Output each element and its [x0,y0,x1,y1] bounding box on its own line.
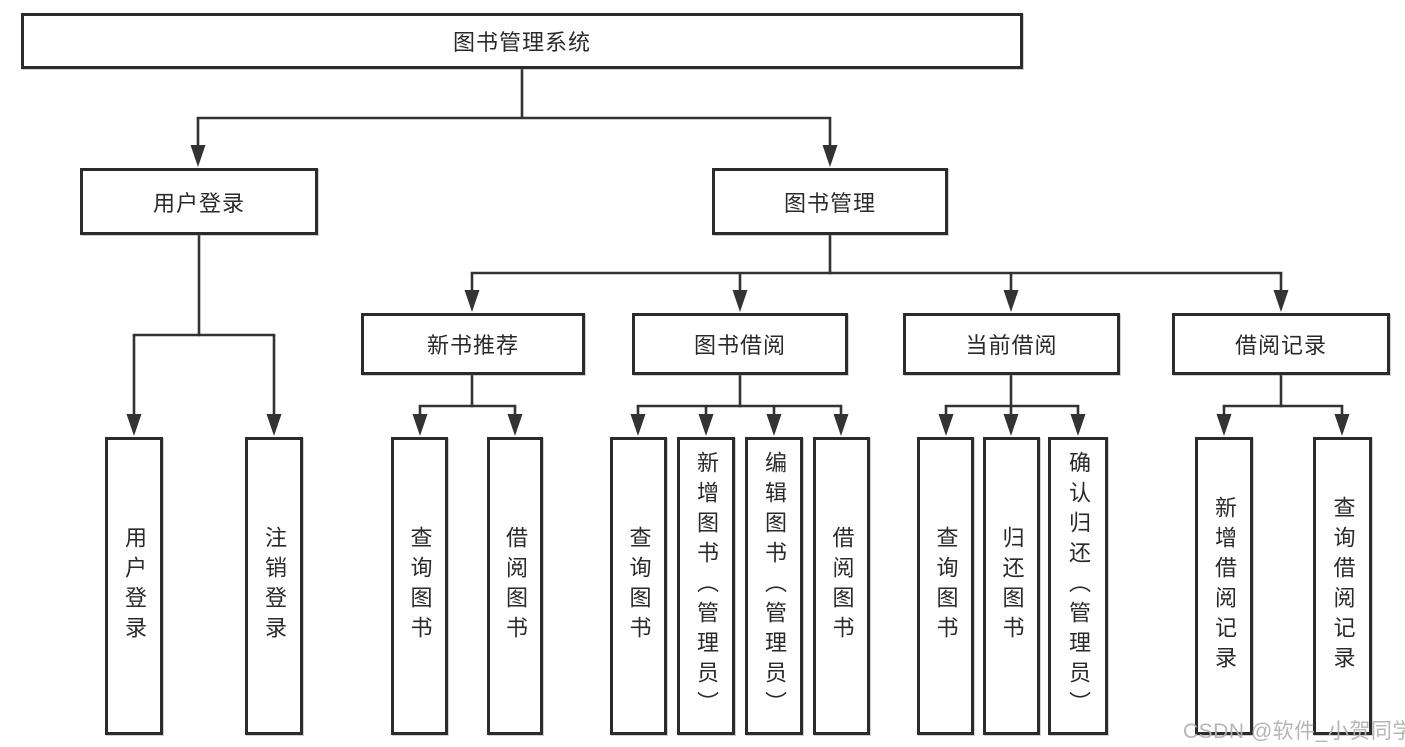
leaf-query-borrow-record-label: 查询借阅记录 [1330,496,1356,676]
leaf-confirm-return-admin-label: 确认归还（管理员） [1066,451,1091,721]
leaf-query-books-recommend: 查询图书 [391,437,448,735]
node-new-book-recommend: 新书推荐 [361,313,585,375]
leaf-edit-book-admin: 编辑图书（管理员） [745,437,803,735]
leaf-query-books-borrow-label: 查询图书 [626,526,652,646]
node-root-label: 图书管理系统 [452,30,591,55]
leaf-query-books-current: 查询图书 [917,437,974,735]
node-user-login: 用户登录 [80,168,318,235]
csdn-watermark: CSDN @软件_小贺同学 [1183,720,1405,743]
leaf-add-book-admin-label: 新增图书（管理员） [694,451,719,721]
arrowheads [126,145,1350,436]
leaf-logout: 注销登录 [245,437,303,735]
leaf-edit-book-admin-label: 编辑图书（管理员） [762,451,787,721]
leaf-borrow-books-recommend: 借阅图书 [487,437,543,735]
leaf-borrow-books-recommend-label: 借阅图书 [503,526,528,646]
node-book-borrow-label: 图书借阅 [693,333,786,358]
leaf-return-book-label: 归还图书 [999,526,1025,646]
node-book-borrow: 图书借阅 [632,313,848,375]
leaf-user-login: 用户登录 [105,437,163,735]
leaf-logout-label: 注销登录 [262,526,287,646]
leaf-query-books-borrow: 查询图书 [610,437,667,735]
node-borrow-records: 借阅记录 [1172,313,1390,375]
node-root: 图书管理系统 [21,13,1023,69]
node-new-book-recommend-label: 新书推荐 [426,333,519,358]
leaf-query-borrow-record: 查询借阅记录 [1313,437,1372,735]
node-current-borrow: 当前借阅 [903,313,1120,375]
leaf-query-books-current-label: 查询图书 [933,526,959,646]
leaf-add-book-admin: 新增图书（管理员） [677,437,735,735]
leaf-borrow-books-label: 借阅图书 [829,526,855,646]
node-current-borrow-label: 当前借阅 [965,333,1058,358]
node-book-management: 图书管理 [712,168,948,235]
leaf-user-login-label: 用户登录 [122,526,147,646]
leaf-confirm-return-admin: 确认归还（管理员） [1048,437,1108,735]
node-borrow-records-label: 借阅记录 [1234,333,1327,358]
leaf-borrow-books: 借阅图书 [813,437,870,735]
leaf-query-books-recommend-label: 查询图书 [407,526,433,646]
node-book-management-label: 图书管理 [783,190,876,216]
leaf-add-borrow-record-label: 新增借阅记录 [1212,496,1237,676]
leaf-return-book: 归还图书 [983,437,1040,735]
leaf-add-borrow-record: 新增借阅记录 [1195,437,1253,735]
node-user-login-label: 用户登录 [152,190,245,216]
